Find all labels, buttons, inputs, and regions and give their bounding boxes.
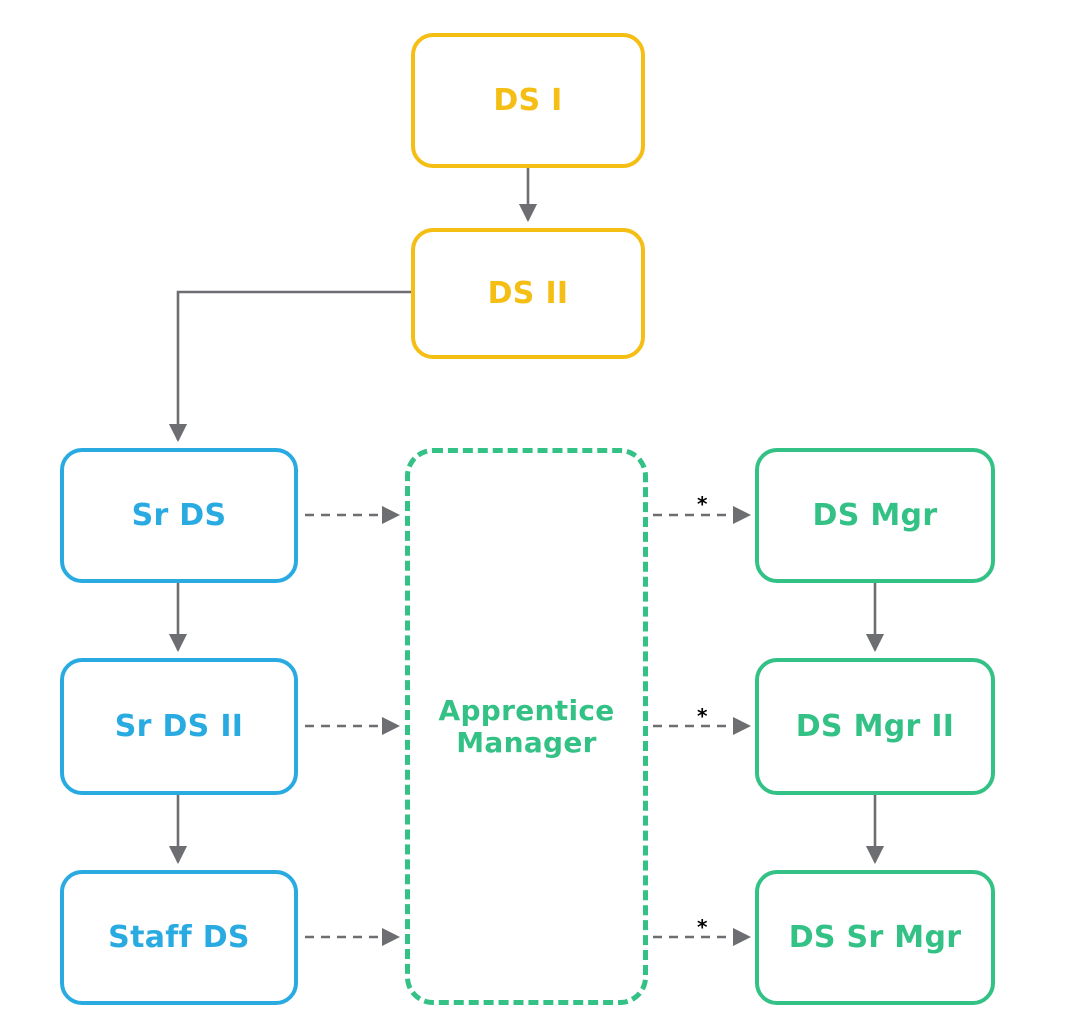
node-ds-1[interactable]: DS I xyxy=(411,33,645,168)
footnote-star-marker-dsmgr: * xyxy=(697,492,708,516)
node-ds-2-label: DS II xyxy=(487,275,569,311)
node-sr-ds-2-label: Sr DS II xyxy=(114,708,244,744)
node-sr-ds[interactable]: Sr DS xyxy=(60,448,298,583)
node-staff-ds-label: Staff DS xyxy=(108,919,250,955)
node-apprentice-manager-label: Apprentice Manager xyxy=(438,694,615,759)
node-sr-ds-2[interactable]: Sr DS II xyxy=(60,658,298,795)
node-ds-sr-mgr-label: DS Sr Mgr xyxy=(788,919,962,955)
node-ds-mgr-2[interactable]: DS Mgr II xyxy=(755,658,995,795)
node-ds-2[interactable]: DS II xyxy=(411,228,645,359)
edge-ds2-to-srds xyxy=(168,290,411,443)
node-ds-mgr[interactable]: DS Mgr xyxy=(755,448,995,583)
node-ds-1-label: DS I xyxy=(493,82,563,118)
footnote-star-marker-dsmgr2: * xyxy=(697,704,708,728)
node-apprentice-manager[interactable]: Apprentice Manager xyxy=(405,448,648,1005)
node-staff-ds[interactable]: Staff DS xyxy=(60,870,298,1005)
node-sr-ds-label: Sr DS xyxy=(131,497,227,533)
footnote-star-marker-dssrmgr: * xyxy=(697,915,708,939)
node-ds-sr-mgr[interactable]: DS Sr Mgr xyxy=(755,870,995,1005)
node-ds-mgr-label: DS Mgr xyxy=(812,497,938,533)
node-ds-mgr-2-label: DS Mgr II xyxy=(795,708,955,744)
